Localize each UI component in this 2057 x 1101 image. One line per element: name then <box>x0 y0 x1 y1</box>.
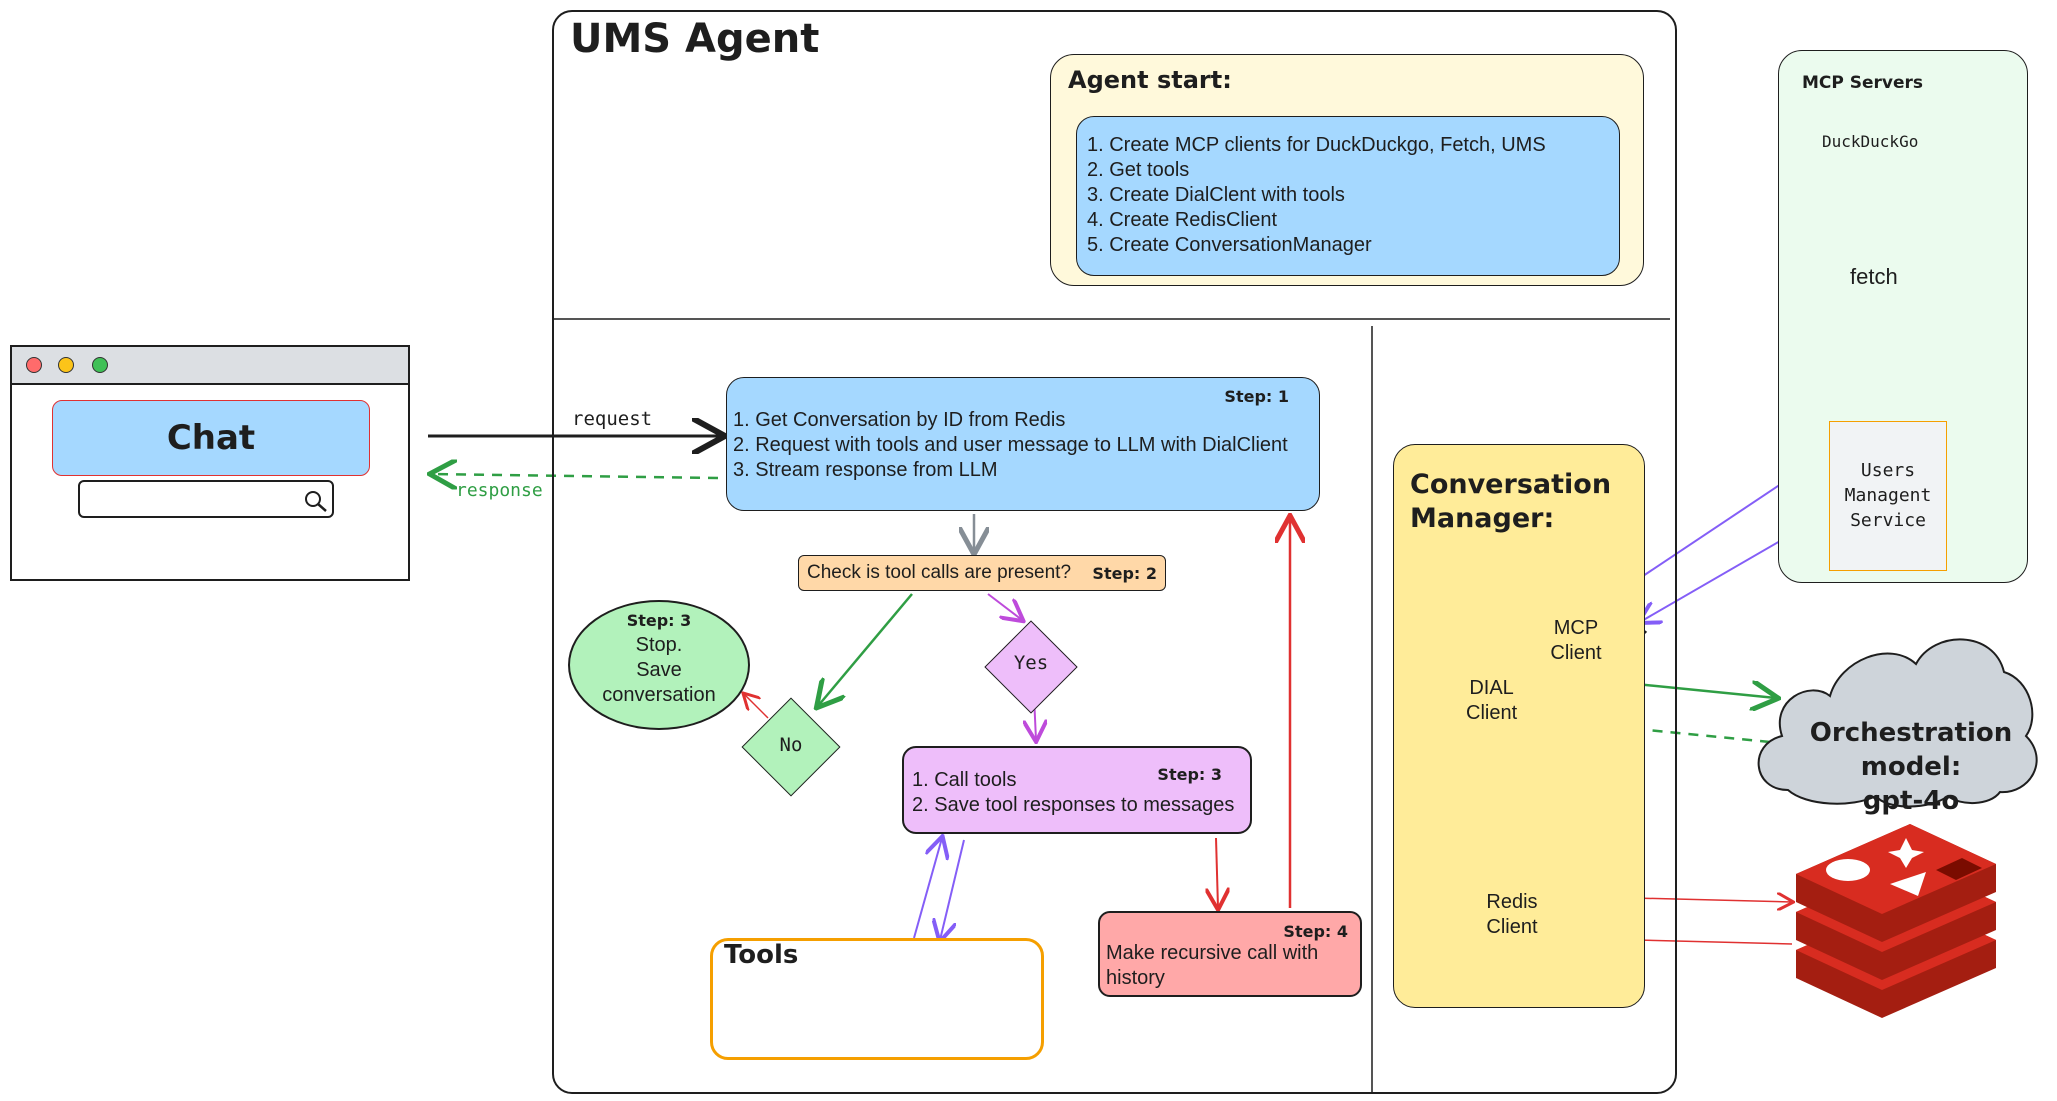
step2-text: Check is tool calls are present? <box>807 562 1072 583</box>
agent-start-item: 1. Create MCP clients for DuckDuckgo, Fe… <box>1087 134 1546 156</box>
tools-to-step3-arrow <box>913 838 942 939</box>
conversation-manager-title-line: Conversation <box>1410 469 1612 500</box>
mcp-client-label-line: Client <box>1550 642 1602 664</box>
agent-start-list: 1. Create MCP clients for DuckDuckgo, Fe… <box>1076 116 1620 276</box>
redis-client-label: Redis Client <box>1480 890 1544 940</box>
step3-tools-box: Step: 3 1. Call tools 2. Save tool respo… <box>902 746 1252 834</box>
mcp-servers-title: MCP Servers <box>1802 73 1924 93</box>
orchestration-cloud <box>1757 638 2038 808</box>
step4-tag: Step: 4 <box>1283 922 1348 941</box>
agent-divider-vertical <box>1371 326 1373 1092</box>
agent-start-item: 4. Create RedisClient <box>1087 209 1278 231</box>
step3-stop-line: conversation <box>602 684 716 706</box>
step1-line: 3. Stream response from LLM <box>733 459 998 481</box>
fetch-label: fetch <box>1850 264 1898 289</box>
chat-button[interactable]: Chat <box>52 400 370 476</box>
ums-agent-container <box>552 10 1677 1094</box>
orchestration-line: gpt-4o <box>1862 786 1960 816</box>
dial-to-llm-arrow <box>1635 684 1776 698</box>
step3-stop-tag: Step: 3 <box>626 611 692 630</box>
dial-client-label: DIAL Client <box>1466 676 1517 726</box>
tools-panel <box>710 938 1044 1060</box>
step3-tools-tag: Step: 3 <box>1157 765 1222 784</box>
orchestration-line: Orchestration model: <box>1809 718 2013 782</box>
agent-divider-horizontal <box>554 318 1670 320</box>
yes-decision-label: Yes <box>1013 652 1049 674</box>
step2-box: Check is tool calls are present? Step: 2 <box>798 555 1166 591</box>
agent-start-item: 5. Create ConversationManager <box>1087 234 1372 256</box>
conversation-manager-title: Conversation Manager: <box>1410 468 1611 536</box>
step3-to-tools-arrow <box>940 839 965 940</box>
step2-to-yes-arrow <box>987 593 1022 620</box>
users-service-line: Service <box>1850 510 1926 531</box>
agent-start-item: 2. Get tools <box>1087 159 1190 181</box>
agent-start-item: 3. Create DialClent with tools <box>1087 184 1345 206</box>
agent-title: UMS Agent <box>570 16 820 62</box>
tools-title: Tools <box>724 940 799 970</box>
response-arrow <box>432 474 719 478</box>
close-window-icon[interactable] <box>26 357 42 373</box>
agent-start-title: Agent start: <box>1068 66 1232 94</box>
redis-client-label-line: Redis <box>1486 891 1538 913</box>
redis-logo <box>1796 824 1996 1018</box>
search-icon <box>305 491 327 512</box>
dial-client-label-line: Client <box>1466 702 1518 724</box>
step1-box: Step: 1 1. Get Conversation by ID from R… <box>726 377 1320 511</box>
conversation-manager-title-line: Manager: <box>1410 503 1555 534</box>
mcp-client-label-line: MCP <box>1553 617 1599 639</box>
response-label: response <box>456 480 543 501</box>
chat-search-input[interactable] <box>78 480 334 518</box>
step4-line: Make recursive call with <box>1106 942 1319 964</box>
minimize-window-icon[interactable] <box>58 357 74 373</box>
step4-box: Step: 4 Make recursive call with history <box>1098 911 1362 997</box>
mcp-client-label: MCP Client <box>1544 616 1608 666</box>
step3-stop-node: Step: 3 Stop. Save conversation <box>568 600 750 730</box>
browser-titlebar <box>12 347 408 385</box>
redis-client-label-line: Client <box>1486 916 1538 938</box>
orchestration-model-label: Orchestration model: gpt-4o <box>1776 716 2046 818</box>
step2-to-no-arrow <box>818 593 913 706</box>
users-service-line: Users <box>1860 460 1916 481</box>
users-service-line: Managent <box>1844 485 1932 506</box>
no-to-stop-arrow <box>744 694 769 719</box>
no-decision-label: No <box>779 734 803 756</box>
step1-line: 1. Get Conversation by ID from Redis <box>733 409 1066 431</box>
conversation-manager-panel <box>1393 444 1645 1008</box>
request-label: request <box>572 408 653 430</box>
step1-line: 2. Request with tools and user message t… <box>733 434 1288 456</box>
step3-stop-line: Stop. <box>635 634 683 656</box>
step2-tag: Step: 2 <box>1092 564 1157 583</box>
duckduckgo-label: DuckDuckGo <box>1822 132 1919 151</box>
step3-to-step4-arrow <box>1216 837 1218 908</box>
dial-client-label-line: DIAL <box>1469 677 1514 699</box>
step3-tools-line: 1. Call tools <box>912 769 1017 791</box>
step1-tag: Step: 1 <box>1224 387 1289 406</box>
step4-line: history <box>1106 967 1165 989</box>
step3-stop-line: Save <box>636 659 682 681</box>
llm-to-dial-arrow <box>1606 726 1771 742</box>
maximize-window-icon[interactable] <box>92 357 108 373</box>
step3-tools-line: 2. Save tool responses to messages <box>912 794 1235 816</box>
users-management-service-box: Users Managent Service <box>1829 421 1947 571</box>
